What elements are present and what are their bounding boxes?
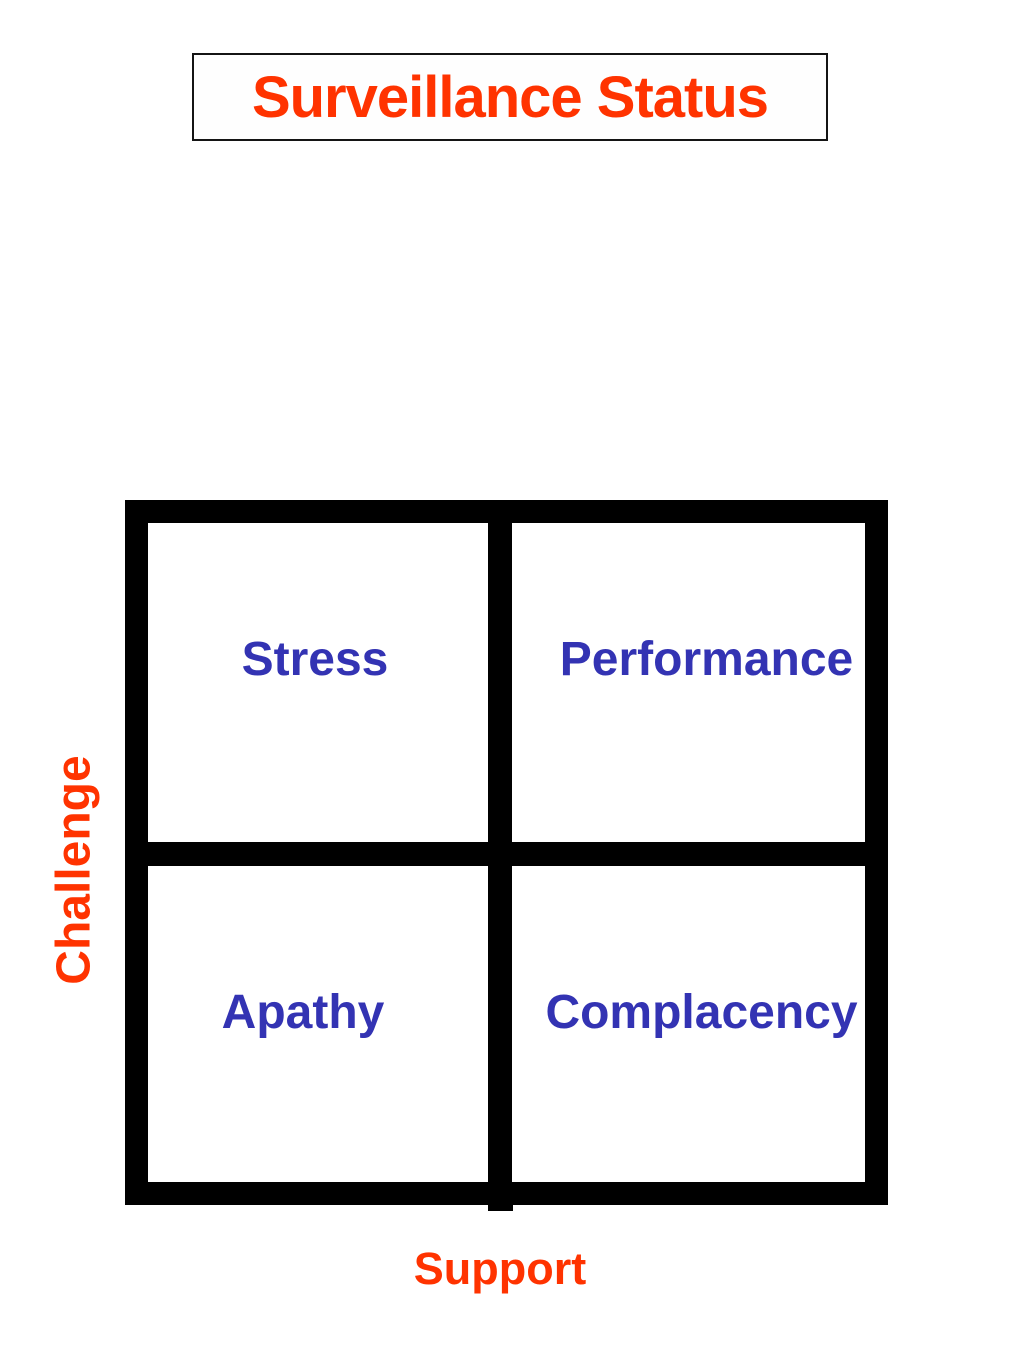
quadrant-label-performance: Performance (559, 633, 854, 686)
quadrant-top-left: Stress (148, 523, 488, 842)
quadrant-matrix: Stress Performance Apathy Complacency (125, 500, 888, 1205)
matrix-divider-tab (488, 1205, 513, 1211)
y-axis-label-challenge: Challenge (47, 755, 101, 985)
page-title: Surveillance Status (251, 64, 769, 130)
title-box: Surveillance Status (192, 53, 828, 141)
quadrant-label-stress: Stress (241, 633, 389, 686)
x-axis-label-support: Support (413, 1243, 587, 1294)
quadrant-label-complacency: Complacency (545, 985, 858, 1039)
quadrant-label-apathy: Apathy (221, 985, 385, 1039)
quadrant-bottom-left: Apathy (148, 866, 488, 1182)
quadrant-top-right: Performance (512, 523, 865, 842)
quadrant-bottom-right: Complacency (512, 866, 865, 1182)
